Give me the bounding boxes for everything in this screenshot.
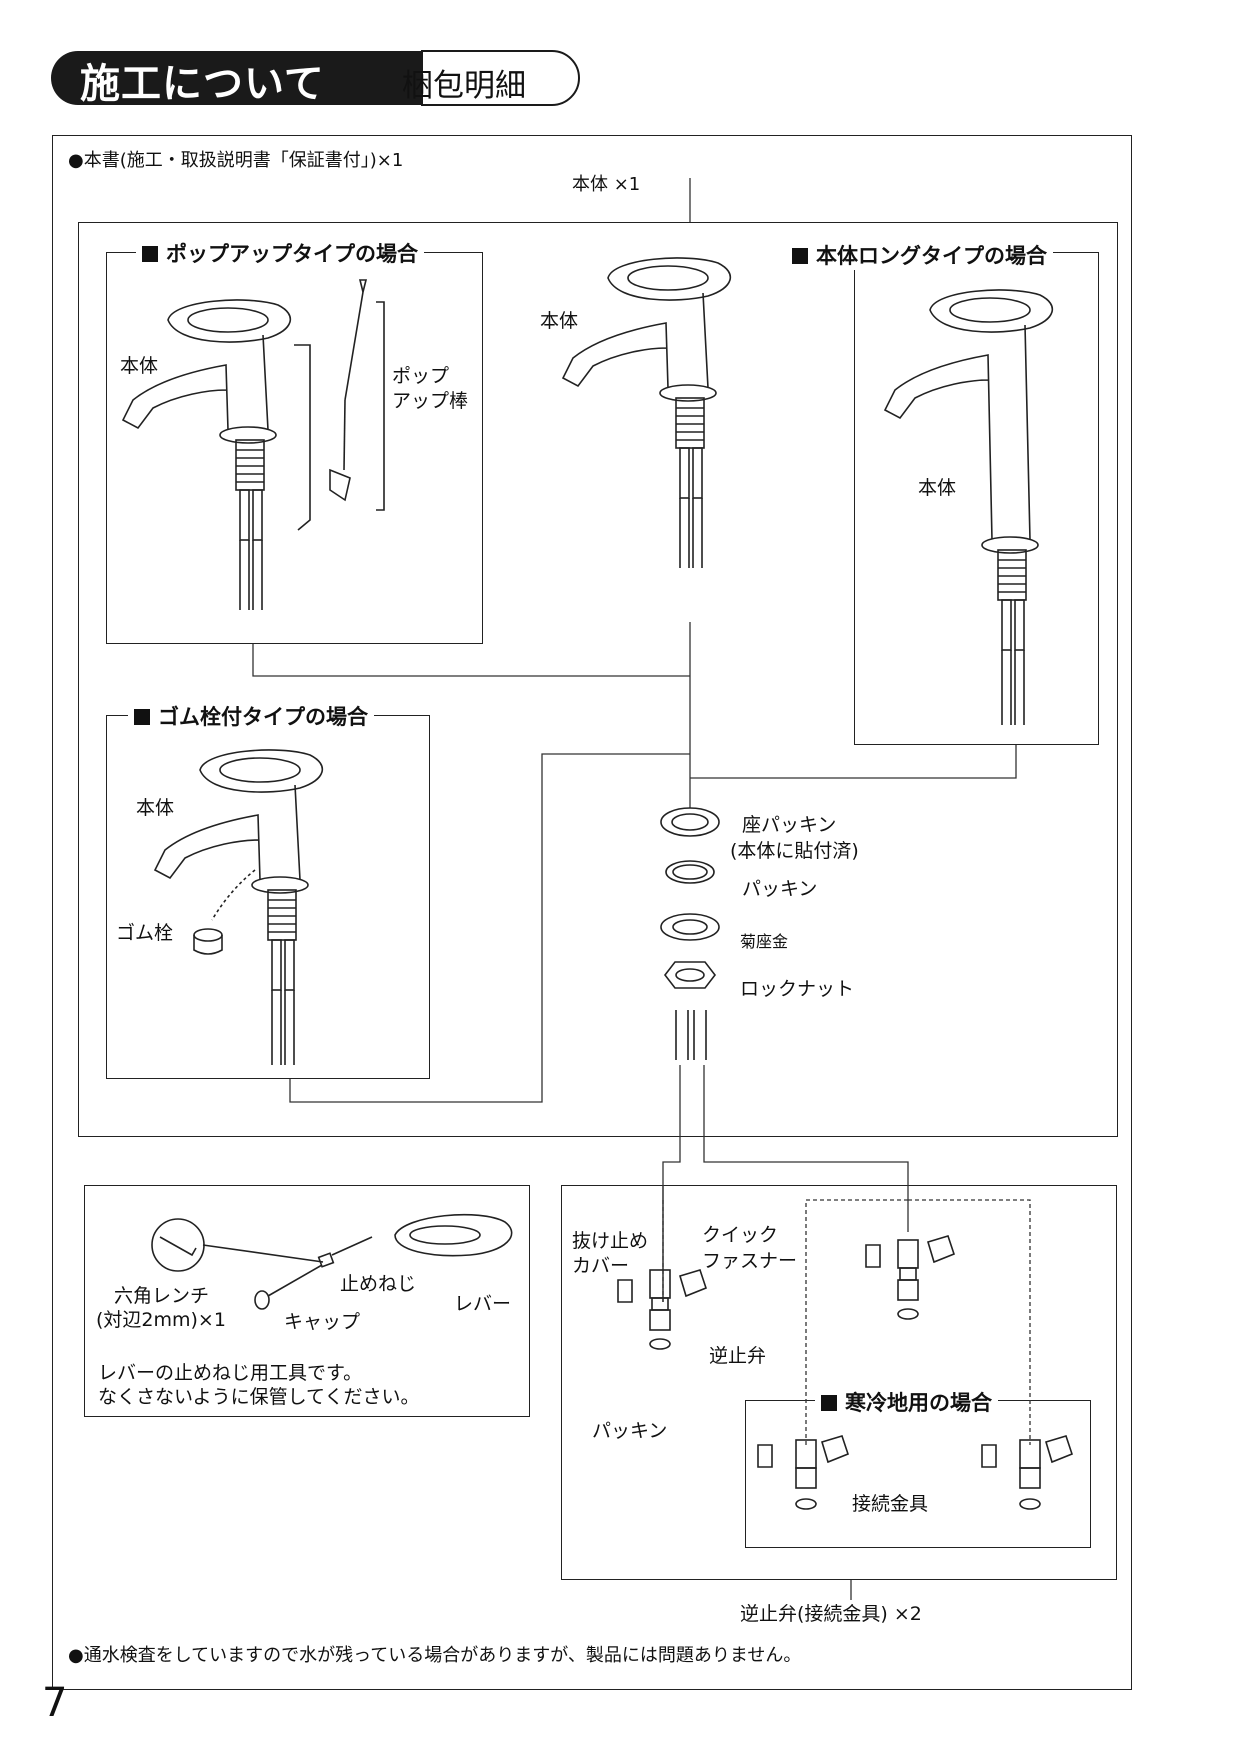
square-bullet-icon: [142, 246, 158, 262]
cover-label-1: 抜け止め: [572, 1230, 649, 1252]
page-subtitle: 梱包明細: [402, 68, 526, 104]
rubber-title-text: ゴム栓付タイプの場合: [158, 705, 368, 729]
washer-label: 菊座金: [740, 932, 789, 951]
fitting-label: 接続金具: [852, 1493, 929, 1515]
rubber-body-label: 本体: [136, 797, 175, 819]
popup-section-title: ポップアップタイプの場合: [136, 238, 424, 268]
tool-note-1: レバーの止めねじ用工具です。: [98, 1362, 363, 1384]
long-title-text: 本体ロングタイプの場合: [816, 244, 1047, 268]
cold-section-title: 寒冷地用の場合: [815, 1387, 998, 1417]
valve-box: [561, 1185, 1117, 1580]
valve-icons: [617, 1235, 1073, 1510]
square-bullet-icon: [134, 709, 150, 725]
fastener-label-1: クイック: [702, 1224, 779, 1246]
square-bullet-icon: [821, 1395, 837, 1411]
check-valve-label: 逆止弁: [709, 1345, 767, 1367]
cold-title-text: 寒冷地用の場合: [845, 1391, 992, 1415]
popup-rod: [294, 279, 385, 531]
locknut-label: ロックナット: [740, 978, 855, 1000]
square-bullet-icon: [792, 248, 808, 264]
page-number: 7: [42, 1680, 68, 1726]
tool-note-2: なくさないように保管してください。: [98, 1386, 420, 1408]
seat-packing-label: 座パッキン: [742, 814, 837, 836]
long-section-title: 本体ロングタイプの場合: [786, 240, 1053, 270]
cap-label: キャップ: [284, 1311, 361, 1333]
bottom-note: ●通水検査をしていますので水が残っている場合がありますが、製品には問題ありません…: [68, 1645, 802, 1666]
valve-packing-label: パッキン: [592, 1420, 668, 1442]
rubber-plug-label: ゴム栓: [116, 922, 174, 944]
top-note: ●本書(施工・取扱説明書「保証書付」)×1: [68, 150, 404, 171]
tool-box: [84, 1185, 530, 1417]
packing-label: パッキン: [742, 878, 818, 900]
main-body-box: [78, 222, 1118, 1137]
set-screw-label: 止めねじ: [340, 1273, 417, 1295]
center-body-label: 本体: [540, 310, 579, 332]
long-body-label: 本体: [918, 477, 957, 499]
faucet-center: [561, 257, 732, 568]
valve-caption: 逆止弁(接続金具) ×2: [740, 1603, 922, 1625]
faucet-rubber: [153, 749, 324, 1065]
cover-label-2: カバー: [572, 1255, 630, 1277]
header-banner: [51, 50, 580, 106]
wrench-size-label: (対辺2mm)×1: [96, 1309, 226, 1331]
page-title: 施工について: [80, 61, 325, 107]
packing-stack: [660, 807, 720, 1060]
main-box-label: 本体 ×1: [572, 174, 641, 195]
popup-body-label: 本体: [120, 355, 159, 377]
lever-label: レバー: [454, 1293, 512, 1315]
faucet-long: [883, 289, 1054, 725]
tool-illustration: [151, 1213, 513, 1310]
faucet-popup: [121, 299, 292, 610]
popup-rod-label-1: ポップ: [392, 365, 450, 387]
seat-packing-note: (本体に貼付済): [730, 840, 859, 862]
fastener-label-2: ファスナー: [702, 1250, 798, 1272]
popup-rod-label-2: アップ棒: [392, 390, 469, 412]
popup-title-text: ポップアップタイプの場合: [166, 242, 418, 266]
connector-lines: [252, 178, 1031, 1600]
wrench-label: 六角レンチ: [114, 1285, 210, 1307]
outer-frame: [52, 135, 1132, 1690]
rubber-section-title: ゴム栓付タイプの場合: [128, 701, 374, 731]
